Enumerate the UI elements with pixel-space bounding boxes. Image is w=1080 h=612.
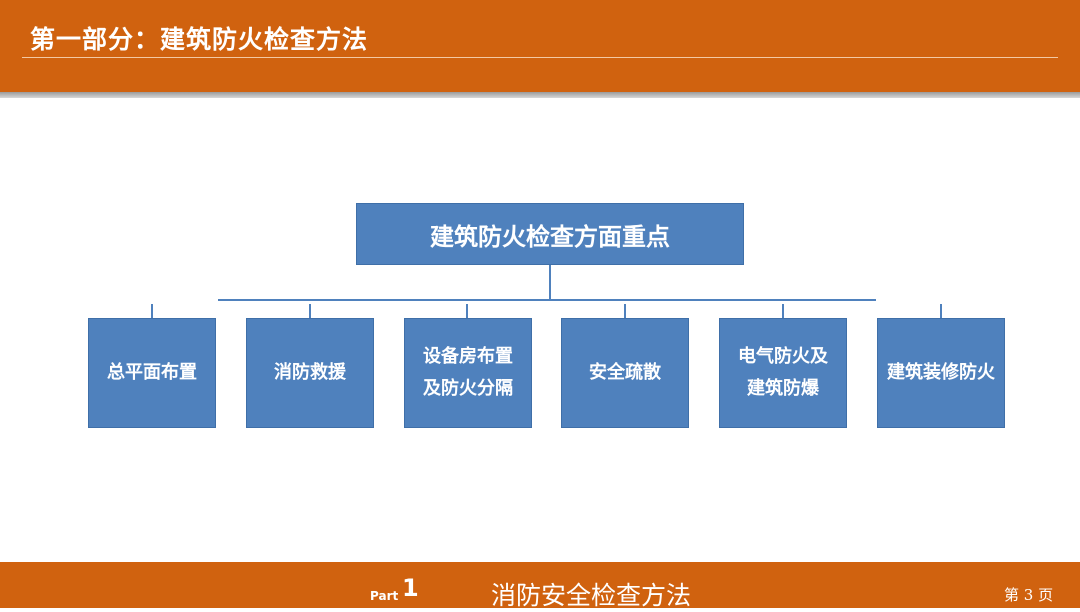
section-title: 第一部分：建筑防火检查方法 [30,25,369,54]
child-node-label-line2: 建筑防爆 [747,378,819,399]
footer-bar: Part 1 消防安全检查方法 第 3 页 [0,562,1080,610]
child-node-fire-rescue: 消防救援 [246,318,374,428]
child-node-evacuation: 安全疏散 [561,318,689,428]
page-number: 第 3 页 [1004,586,1054,604]
child-connector-1 [151,304,153,318]
header-divider [22,57,1058,58]
root-node: 建筑防火检查方面重点 [356,203,744,265]
child-connector-5 [782,304,784,318]
horizontal-connector [218,299,876,301]
child-node-label-line1: 设备房布置 [423,346,513,367]
footer-title: 消防安全检查方法 [491,581,692,610]
child-node-label-line2: 及防火分隔 [423,378,513,399]
child-node-decoration: 建筑装修防火 [877,318,1005,428]
child-node-electrical: 电气防火及 建筑防爆 [719,318,847,428]
header-shadow [0,92,1080,98]
child-connector-6 [940,304,942,318]
header-bar: 第一部分：建筑防火检查方法 [0,0,1080,92]
root-connector [549,265,551,300]
child-connector-2 [309,304,311,318]
part-number: 1 [402,574,419,602]
child-node-label: 建筑装修防火 [887,362,995,383]
child-node-general-layout: 总平面布置 [88,318,216,428]
child-node-equipment-room: 设备房布置 及防火分隔 [404,318,532,428]
child-node-label-line1: 电气防火及 [738,346,828,367]
child-node-label: 消防救援 [274,362,346,383]
child-connector-4 [624,304,626,318]
child-node-label: 安全疏散 [589,362,661,383]
part-label: Part [370,589,399,603]
child-connector-3 [466,304,468,318]
child-node-label: 总平面布置 [107,362,197,383]
